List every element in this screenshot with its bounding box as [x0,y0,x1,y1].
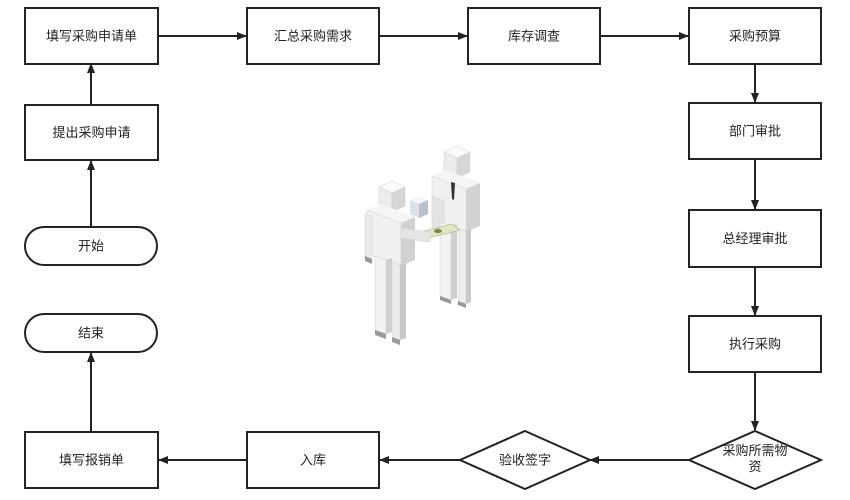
node-goods-label-line2: 资 [748,460,761,475]
node-execute-label: 执行采购 [729,337,781,353]
node-end-label: 结束 [78,327,104,342]
node-expense-form-label: 填写报销单 [59,454,124,469]
node-expense-form[interactable]: 填写报销单 [25,432,158,488]
node-inspect-label: 验收签字 [499,453,551,469]
node-inspect[interactable]: 验收签字 [460,431,590,489]
node-gm-approval-label: 总经理审批 [722,232,787,247]
node-end[interactable]: 结束 [25,314,157,352]
node-goods-label-line1: 采购所需物 [722,443,787,459]
node-dept-approval-label: 部门审批 [729,125,781,140]
node-execute[interactable]: 执行采购 [689,316,821,372]
node-start-label: 开始 [78,240,104,255]
node-budget-label: 采购预算 [729,29,781,45]
node-goods[interactable]: 采购所需物 资 [689,431,821,489]
node-inventory-label: 库存调查 [508,29,560,45]
node-inventory[interactable]: 库存调查 [468,8,600,64]
node-fill-request-label: 填写采购申请单 [46,29,137,45]
node-gm-approval[interactable]: 总经理审批 [689,210,821,267]
node-dept-approval[interactable]: 部门审批 [689,103,821,159]
node-storage-label: 入库 [300,453,326,469]
node-storage[interactable]: 入库 [247,432,379,488]
package-box [410,196,428,218]
node-start[interactable]: 开始 [25,227,157,265]
node-submit-request[interactable]: 提出采购申请 [25,105,158,160]
node-summarize[interactable]: 汇总采购需求 [247,8,379,64]
node-submit-request-label: 提出采购申请 [52,125,130,141]
node-summarize-label: 汇总采购需求 [274,29,352,45]
connectors [91,36,755,460]
node-fill-request[interactable]: 填写采购申请单 [25,8,158,64]
business-transaction-illustration [365,146,480,345]
node-budget[interactable]: 采购预算 [689,8,821,64]
